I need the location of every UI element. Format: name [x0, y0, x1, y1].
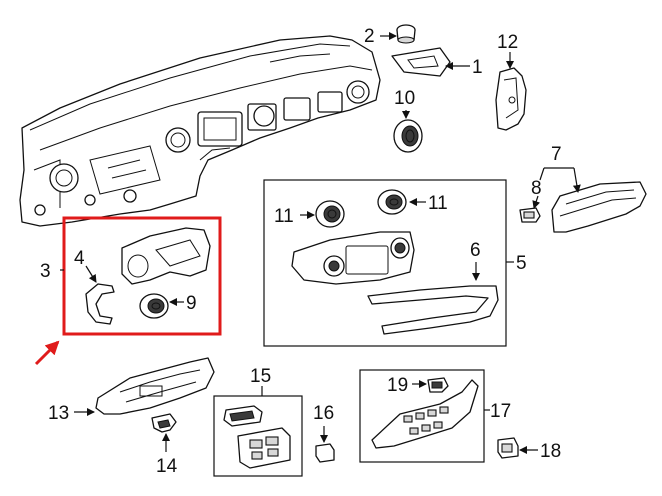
part-12-side-panel: 12 — [495, 32, 527, 131]
part-cluster-bezel — [121, 227, 211, 285]
part-8-latch: 8 — [519, 178, 542, 223]
part-13-lower-panel: 13 — [48, 357, 215, 424]
part-18-connector: 18 — [497, 437, 561, 462]
callout-12: 12 — [497, 32, 518, 53]
part-17-switch-bezel — [371, 379, 479, 449]
part-6-trim-strip: 6 — [367, 240, 499, 335]
callout-2: 2 — [364, 26, 375, 47]
part-9-vent: 9 — [139, 293, 197, 319]
callout-14: 14 — [156, 456, 178, 477]
callout-6: 6 — [470, 240, 481, 261]
part-1-bracket: 1 — [391, 47, 483, 78]
part-10-knob: 10 — [393, 88, 423, 153]
callout-1: 1 — [472, 57, 483, 78]
callout-10: 10 — [394, 88, 415, 109]
part-11-vent-left: 11 — [274, 200, 345, 228]
part-19-switch: 19 — [387, 375, 449, 396]
callout-15: 15 — [250, 366, 271, 387]
callout-17: 17 — [490, 401, 511, 422]
callout-7: 7 — [551, 144, 562, 165]
group-3-highlight: 3 — [34, 216, 222, 366]
callout-5: 5 — [516, 253, 527, 274]
highlight-arrow-icon — [34, 340, 60, 366]
callout-18: 18 — [540, 441, 561, 462]
part-16-switch: 16 — [313, 403, 335, 463]
part-7-glove-box-door: 7 — [539, 144, 647, 233]
callout-9: 9 — [186, 293, 197, 314]
callout-3: 3 — [40, 261, 51, 282]
part-center-bezel — [291, 231, 415, 285]
part-15-switch-lower — [237, 427, 291, 469]
part-4-trim: 4 — [74, 248, 115, 325]
part-2-clip: 2 — [364, 24, 416, 47]
group-15-box: 15 — [213, 366, 303, 477]
group-17-box: 17 — [359, 369, 511, 463]
callout-11-left: 11 — [274, 206, 294, 227]
callout-13: 13 — [48, 403, 69, 424]
group-5-box: 5 — [263, 179, 527, 347]
callout-4: 4 — [74, 248, 85, 269]
callout-11-right: 11 — [428, 193, 448, 214]
callout-8: 8 — [531, 178, 542, 199]
part-15-switch-upper — [223, 405, 263, 427]
callout-19: 19 — [387, 375, 408, 396]
callout-16: 16 — [313, 403, 334, 424]
instrument-panel-assembly — [19, 35, 381, 227]
part-11-vent-right: 11 — [377, 189, 448, 215]
part-14-clip: 14 — [151, 413, 178, 477]
